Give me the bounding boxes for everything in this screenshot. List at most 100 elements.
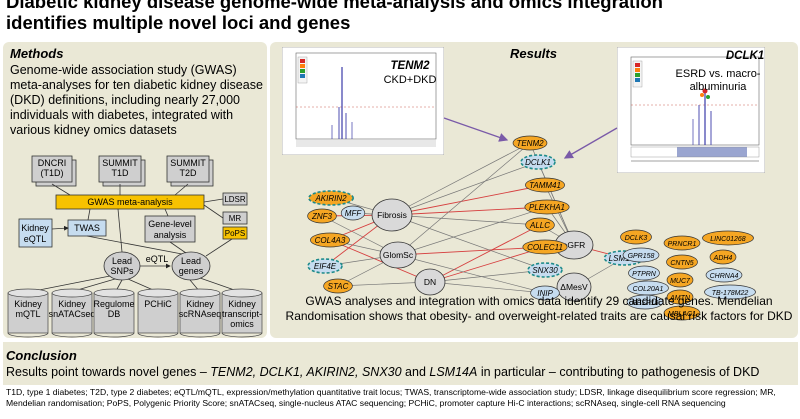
cohort-summit-t2d: SUMMIT T2D	[166, 155, 214, 187]
manhattan-plot-dclk1: DCLK1	[617, 47, 765, 173]
network-edge	[429, 246, 546, 283]
svg-text:MFF: MFF	[345, 209, 363, 218]
gene-node: DCLK1	[520, 154, 556, 170]
svg-text:TWAS: TWAS	[74, 223, 100, 233]
network-edge	[397, 206, 548, 256]
svg-text:MBLAC1: MBLAC1	[668, 311, 696, 318]
svg-text:SNX30: SNX30	[532, 266, 558, 275]
svg-text:CHRNA4: CHRNA4	[710, 273, 739, 280]
kidney-eqtl-box: Kidney eQTL	[18, 218, 53, 248]
methods-text: Genome-wide association study (GWAS) met…	[10, 63, 266, 138]
database-label: PCHiC	[144, 299, 172, 309]
cohort-label: T1D	[111, 168, 129, 178]
gene-node: SNX30	[527, 262, 563, 278]
methods-text-line: individuals with diabetes, integrated wi…	[10, 108, 234, 122]
svg-text:Kidney: Kidney	[21, 223, 49, 233]
network-edge	[429, 281, 546, 294]
svg-text:eGFR: eGFR	[563, 240, 586, 250]
conclusion-prefix: Results point towards novel genes –	[6, 365, 211, 379]
footer-line: Mendelian randomisation; PoPS, Polygenic…	[6, 398, 726, 408]
candidate-gene-node: ADH4	[709, 249, 737, 265]
svg-text:LDSR: LDSR	[224, 195, 246, 204]
eqtl-label: eQTL	[146, 254, 169, 264]
svg-text:ΔMesV: ΔMesV	[560, 282, 588, 292]
plot2-caption-line: ESRD vs. macro-	[675, 68, 761, 80]
gene-node: EIF4E	[307, 258, 343, 274]
svg-text:analysis: analysis	[154, 230, 187, 240]
mr-box: MR	[222, 211, 248, 225]
candidate-gene-node: PTPRN	[628, 265, 660, 281]
results-header: Results	[510, 46, 557, 61]
conclusion-last-gene: LSM14A	[429, 365, 478, 379]
svg-text:INIP: INIP	[537, 289, 553, 298]
svg-text:PoPS: PoPS	[225, 229, 245, 238]
svg-text:RESP18: RESP18	[632, 300, 659, 307]
plot1-gene: TENM2	[391, 60, 431, 72]
trait-hub-node: GlomSc	[379, 241, 417, 269]
svg-text:COL20A1: COL20A1	[633, 286, 664, 293]
svg-text:Lead: Lead	[112, 256, 132, 266]
cohort-summit-t1d: SUMMIT T1D	[98, 155, 146, 187]
conclusion-genes: TENM2, DCLK1, AKIRIN2, SNX30	[210, 365, 402, 379]
cohort-label: (T1D)	[41, 168, 64, 178]
abbreviations-footer: T1D, type 1 diabetes; T2D, type 2 diabet…	[6, 387, 796, 409]
methods-text-line: meta-analyses for ten diabetic kidney di…	[10, 78, 263, 92]
candidate-gene-node: COL20A1	[627, 280, 669, 296]
svg-text:ZNF3: ZNF3	[311, 212, 333, 221]
svg-text:AKIRIN2: AKIRIN2	[314, 194, 347, 203]
candidate-gene-node: GPR158	[622, 247, 660, 263]
database-label: mQTL	[15, 309, 40, 319]
manhattan-plot-tenm2: TENM2 CKD+DKD	[282, 47, 444, 155]
conclusion-panel: Conclusion Results point towards novel g…	[3, 342, 798, 385]
page-title: Diabetic kidney disease genome-wide meta…	[6, 0, 663, 33]
gene-node: INIP	[530, 285, 560, 301]
trait-hub-node: DN	[414, 268, 446, 296]
cohort-dncri: DNCRI (T1D)	[31, 155, 77, 187]
svg-text:genes: genes	[179, 266, 204, 276]
plot2-caption: ESRD vs. macro- albuminuria	[672, 68, 764, 94]
candidate-gene-node: MBLAC1	[663, 305, 701, 321]
database-label: scRNAseq	[179, 309, 222, 319]
gene-node: ZNF3	[307, 208, 337, 224]
plot1-subtitle: CKD+DKD	[384, 74, 437, 86]
svg-text:EIF4E: EIF4E	[314, 262, 337, 271]
title-line-2: identifies multiple novel loci and genes	[6, 12, 351, 33]
gene-node: ALLC	[525, 217, 555, 233]
conclusion-header: Conclusion	[6, 348, 77, 363]
svg-text:MR: MR	[229, 214, 242, 223]
summary-line: GWAS analyses and integration with omics…	[305, 294, 773, 308]
network-edge	[429, 224, 541, 283]
network-edge	[397, 246, 546, 256]
svg-text:PLEKHA1: PLEKHA1	[529, 203, 565, 212]
gene-node: MFF	[340, 205, 366, 221]
methods-text-line: Genome-wide association study (GWAS)	[10, 63, 237, 77]
database-label: Kidney	[58, 299, 86, 309]
gene-node: AKIRIN2	[307, 190, 354, 206]
svg-text:GPR158: GPR158	[628, 253, 655, 260]
cohort-label: DNCRI	[38, 158, 67, 168]
database-label: Regulome	[93, 299, 134, 309]
conclusion-and: and	[401, 365, 430, 379]
svg-text:COL4A3: COL4A3	[315, 236, 346, 245]
svg-text:Fibrosis: Fibrosis	[377, 210, 407, 220]
summary-line: Randomisation shows that obesity- and ov…	[285, 309, 793, 323]
svg-text:GWAS meta-analysis: GWAS meta-analysis	[87, 197, 173, 207]
trait-hub-node: ΔMesV	[556, 272, 592, 302]
candidate-gene-node: RESP18	[626, 294, 664, 310]
candidate-gene-node: CNTN5	[666, 254, 698, 270]
footer-line: T1D, type 1 diabetes; T2D, type 2 diabet…	[6, 387, 776, 397]
gene-node: TAMM41	[525, 177, 565, 193]
svg-text:SNPs: SNPs	[110, 266, 134, 276]
svg-text:eQTL: eQTL	[24, 234, 47, 244]
candidate-gene-node: MUC7	[666, 272, 694, 288]
database-label: Kidney	[228, 299, 256, 309]
svg-text:ADH4: ADH4	[713, 255, 733, 262]
lead-genes-ellipse: Lead genes	[171, 251, 211, 281]
results-summary: GWAS analyses and integration with omics…	[282, 294, 796, 324]
svg-text:Lead: Lead	[181, 256, 201, 266]
svg-text:LSM14A: LSM14A	[609, 254, 640, 263]
